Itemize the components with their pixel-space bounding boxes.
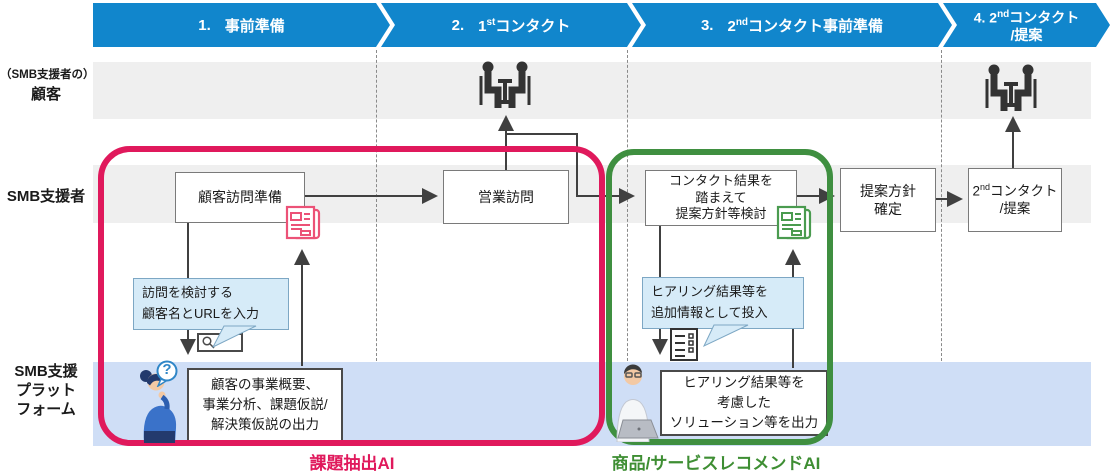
add-info-callout: ヒアリング結果等を 追加情報として投入 [642, 277, 804, 329]
newspaper-report-icon-green [776, 205, 812, 240]
man-with-laptop-illustration [616, 364, 659, 442]
visit-prep-box: 顧客訪問準備 [175, 172, 305, 223]
lane-label-platform: SMB支援 プラット フォーム [14, 363, 78, 418]
lane-label-customer-main: 顧客 [30, 86, 61, 103]
solution-output-box: ヒアリング結果等を 考慮した ソリューション等を出力 [660, 370, 828, 436]
meeting-icon [985, 64, 1037, 111]
lane-label-customer-prefix: （SMB支援者の） [0, 69, 95, 81]
phase-2-chevron: 2. 1stコンタクト [381, 3, 641, 47]
phase-3-chevron: 3. 2ndコンタクト事前準備 [632, 3, 952, 47]
lane-label-customer: （SMB支援者の） 顧客 [0, 66, 95, 104]
sales-visit-box: 営業訪問 [443, 170, 569, 224]
checklist-icon [670, 328, 698, 361]
phase-divider-3 [941, 50, 942, 361]
search-input [197, 333, 243, 352]
recommend-ai-label: 商品/サービスレコメンドAI [611, 454, 821, 473]
policy-decision-box: 提案方針 確定 [840, 168, 936, 232]
phase-1-chevron: 1. 事前準備 [93, 3, 390, 47]
question-bubble-icon: ? [155, 360, 181, 387]
phase-4-chevron: 4. 2ndコンタクト /提案 [943, 3, 1110, 47]
meeting-icon [479, 61, 531, 108]
input-url-callout: 訪問を検討する 顧客名とURLを入力 [133, 278, 289, 330]
issue-ai-label: 課題抽出AI [309, 454, 395, 473]
consider-proposal-box: コンタクト結果を 踏まえて 提案方針等検討 [645, 170, 797, 226]
analysis-output-box: 顧客の事業概要、 事業分析、課題仮説/ 解決策仮説の出力 [187, 368, 343, 442]
second-contact-box: 2ndコンタクト /提案 [968, 168, 1062, 232]
lane-label-supporter: SMB支援者 [6, 188, 86, 205]
lane-customer [93, 62, 1091, 119]
magnifier-icon [202, 336, 215, 349]
phase-divider-2 [627, 50, 628, 361]
newspaper-report-icon-red [285, 205, 321, 240]
phase-divider-1 [376, 50, 377, 361]
